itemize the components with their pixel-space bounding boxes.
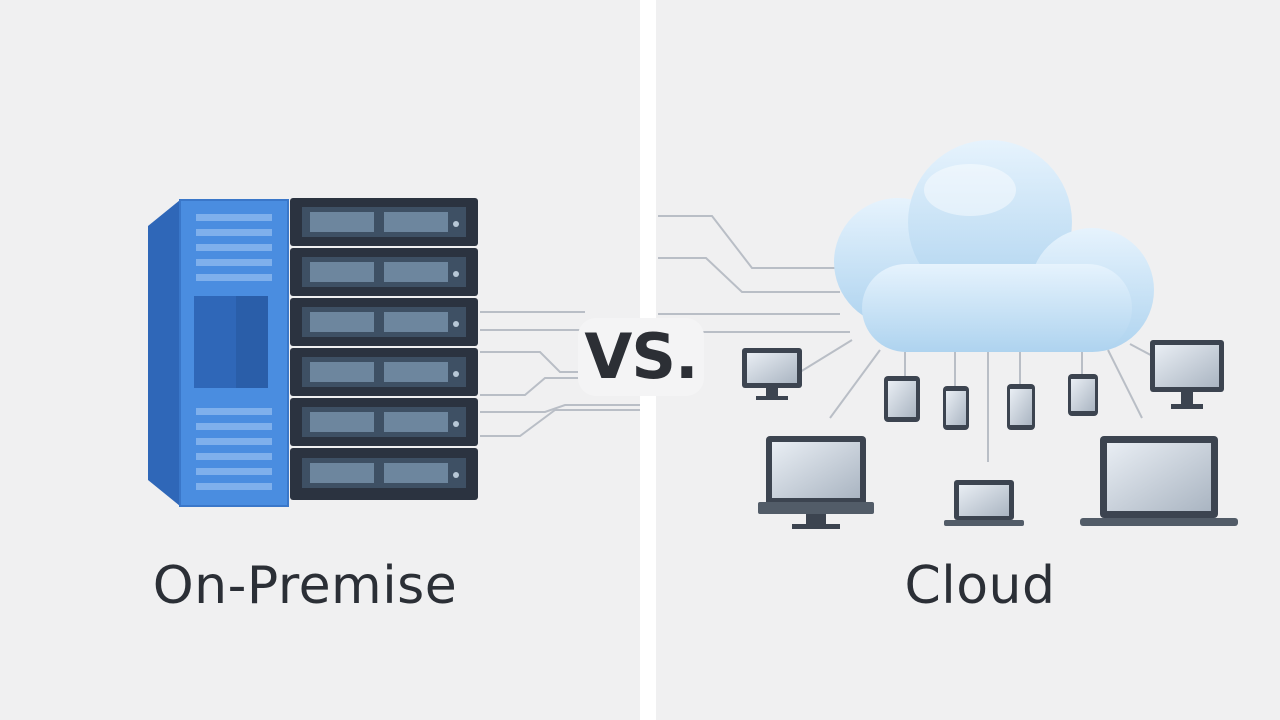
versus-badge: VS.: [578, 318, 704, 396]
server-unit-icon: [290, 348, 478, 396]
laptop-icon: [944, 480, 1024, 526]
on-premise-label: On-Premise: [152, 556, 458, 616]
server-unit-icon: [290, 248, 478, 296]
laptop-icon: [1080, 436, 1238, 526]
device-connection-lines: [799, 339, 1161, 462]
cloud-label: Cloud: [904, 556, 1056, 616]
phone-icon: [943, 386, 969, 430]
server-unit-icon: [290, 398, 478, 446]
monitor-icon: [1150, 340, 1224, 409]
server-units: [290, 198, 478, 500]
server-unit-icon: [290, 298, 478, 346]
monitor-icon: [742, 348, 802, 400]
server-rack-icon: [148, 198, 640, 507]
server-tower-icon: [148, 199, 289, 507]
phone-icon: [1007, 384, 1035, 430]
phone-icon: [1068, 374, 1098, 416]
cloud-icon: [834, 140, 1154, 352]
desktop-computer-icon: [758, 436, 874, 529]
server-unit-icon: [290, 448, 478, 500]
cloud-connection-lines: [658, 215, 850, 333]
cloud-network-icon: [658, 140, 1238, 529]
server-unit-icon: [290, 198, 478, 246]
tablet-icon: [884, 376, 920, 422]
